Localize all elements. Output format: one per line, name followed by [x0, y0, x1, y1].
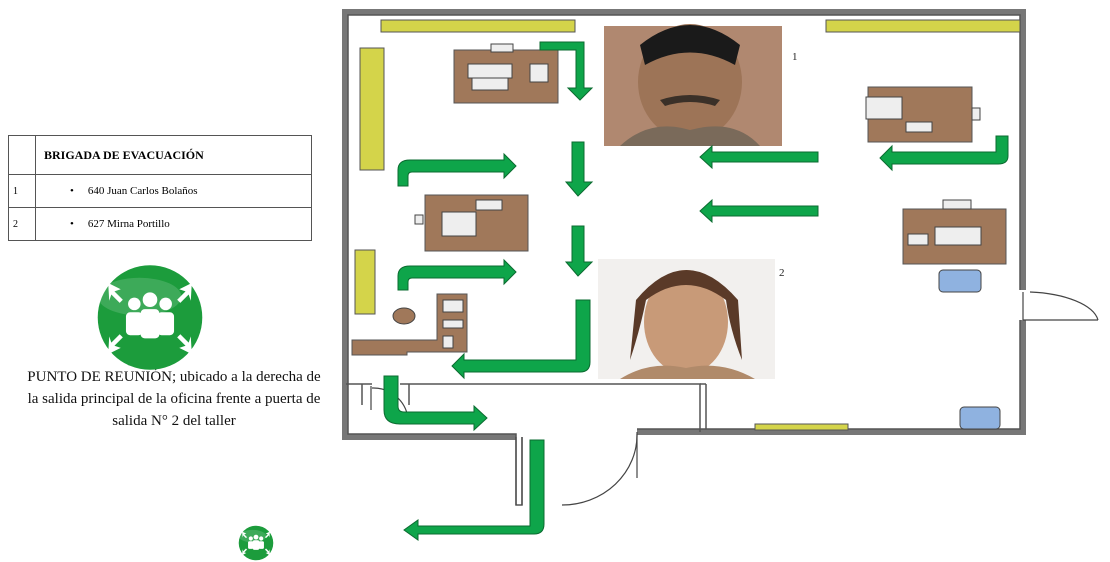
- brigade-member-row: 2 627 Mirna Portillo: [8, 207, 312, 241]
- brigade-header-blank: [8, 135, 36, 175]
- equipment: [414, 43, 982, 349]
- desks: [351, 49, 1007, 356]
- route-arrow: [699, 144, 819, 170]
- walls: [342, 9, 1026, 440]
- route-arrow: [699, 198, 819, 224]
- assembly-point-icon: [97, 265, 203, 370]
- photo-brigadier-2: 2: [598, 259, 785, 379]
- photo-label: 2: [779, 267, 785, 279]
- route-arrow: [564, 225, 594, 277]
- route-arrow: [383, 375, 488, 432]
- brigade-table: BRIGADA DE EVACUACIÓN 1 640 Juan Carlos …: [8, 135, 312, 241]
- route-arrow: [539, 41, 594, 101]
- route-arrow: [879, 135, 1009, 172]
- photo-brigadier-1: 1: [604, 24, 798, 146]
- route-arrow: [403, 439, 545, 541]
- route-arrow: [397, 152, 517, 187]
- evacuation-routes: [383, 41, 1009, 541]
- meeting-point-text: PUNTO DE REUNIÓN; ubicado a la derecha d…: [27, 369, 321, 429]
- route-arrow: [564, 141, 594, 197]
- assembly-point-icon: [238, 525, 274, 561]
- member-name: 640 Juan Carlos Bolaños: [35, 174, 312, 208]
- photo-label: 1: [792, 51, 798, 63]
- chairs: [392, 269, 1001, 430]
- route-arrow: [451, 299, 591, 380]
- shelves: [354, 19, 1021, 431]
- member-name: 627 Mirna Portillo: [35, 207, 312, 241]
- route-arrow: [397, 258, 517, 291]
